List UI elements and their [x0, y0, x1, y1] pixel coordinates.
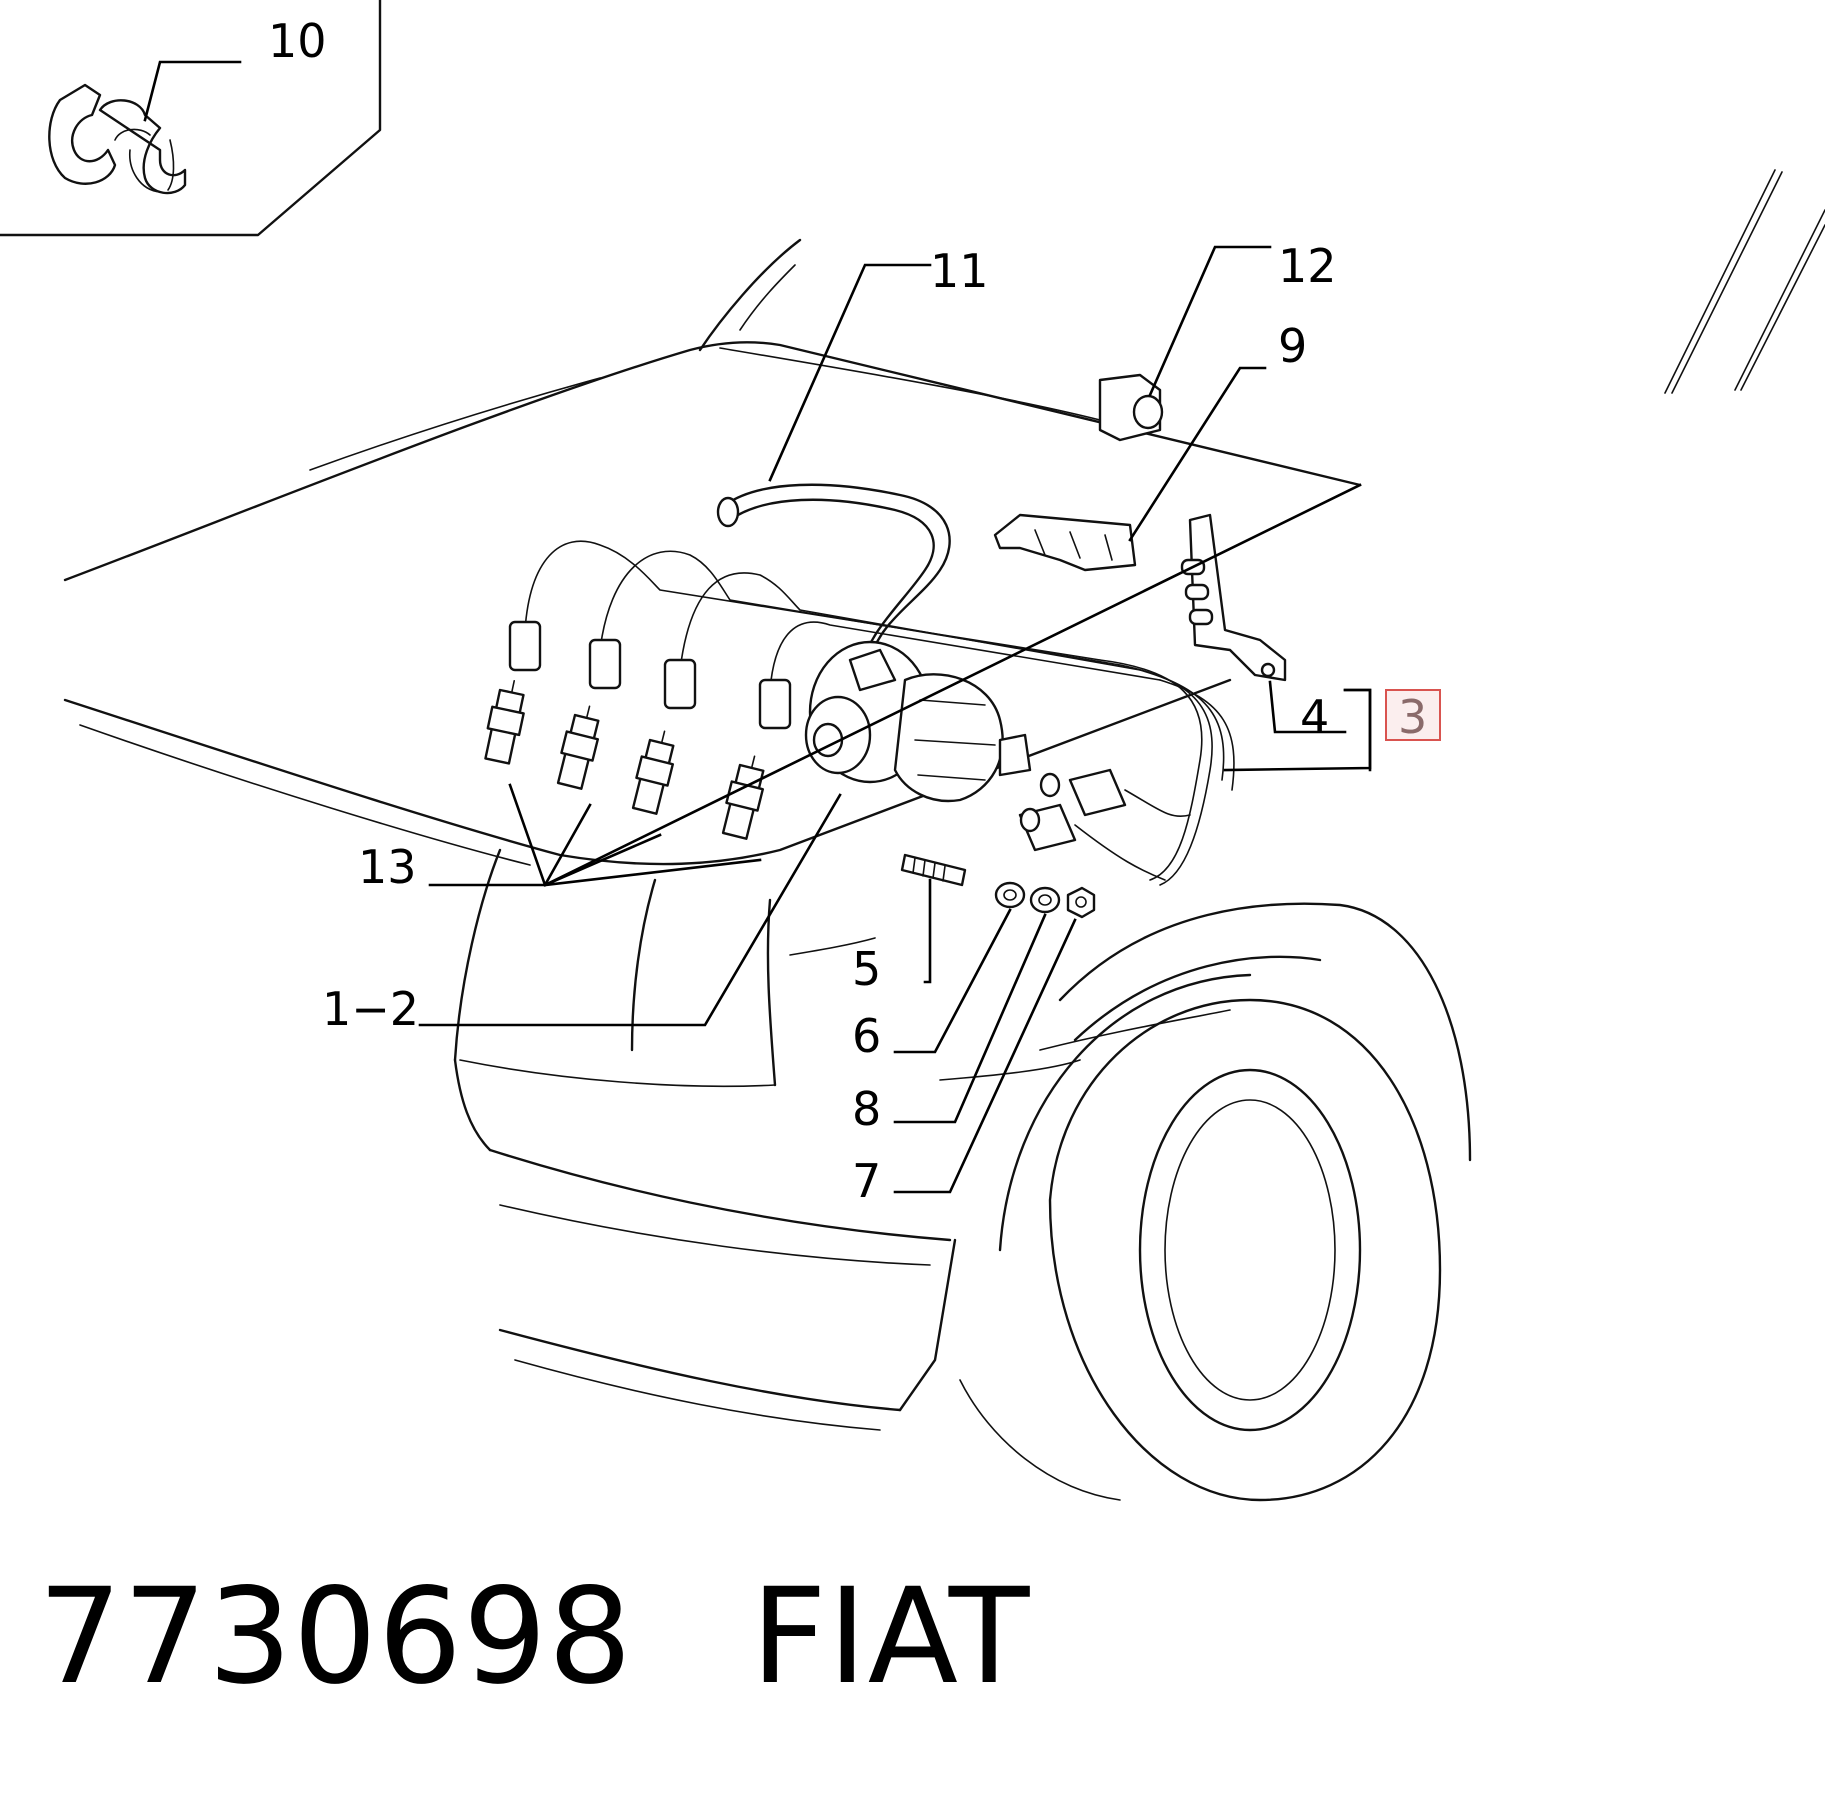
coil-leads [1018, 768, 1191, 881]
callout-6: 6 [852, 1009, 881, 1063]
distributor-part-1-2 [804, 640, 1032, 803]
footer-caption: 7730698 FIAT [38, 1560, 1030, 1714]
comb-holder-part-4 [1180, 513, 1287, 682]
callout-3-highlight [1385, 689, 1441, 741]
grommet-part-12 [1098, 373, 1164, 442]
callout-8: 8 [852, 1082, 881, 1136]
washer-part-6 [994, 881, 1026, 909]
inset-frame [0, 0, 382, 237]
callout-9: 9 [1278, 319, 1307, 373]
callout-10: 10 [268, 14, 327, 68]
callout-3: 3 [1398, 690, 1427, 744]
washer-part-8 [1029, 886, 1061, 914]
part-number: 7730698 [38, 1560, 633, 1714]
callout-5: 5 [852, 942, 881, 996]
ignition-leads [508, 540, 1235, 886]
car-body [63, 169, 1825, 1502]
stud-part-5 [900, 853, 967, 887]
callout-11: 11 [930, 244, 989, 298]
callout-4: 4 [1300, 690, 1329, 744]
callout-13: 13 [358, 840, 417, 894]
nut-part-7 [1066, 886, 1096, 919]
callout-12: 12 [1278, 239, 1337, 293]
lead-part-11 [716, 483, 951, 667]
spark-plugs [484, 679, 765, 840]
clip-part-10 [48, 83, 187, 195]
callout-1-2: 1−2 [322, 982, 419, 1036]
brand-name: FIAT [750, 1560, 1031, 1714]
leader-lines [143, 60, 1372, 1194]
callouts: 10 11 12 9 4 3 13 5 1−2 6 8 7 [268, 14, 1441, 1208]
bracket-part-9 [993, 513, 1137, 572]
callout-7: 7 [852, 1154, 881, 1208]
